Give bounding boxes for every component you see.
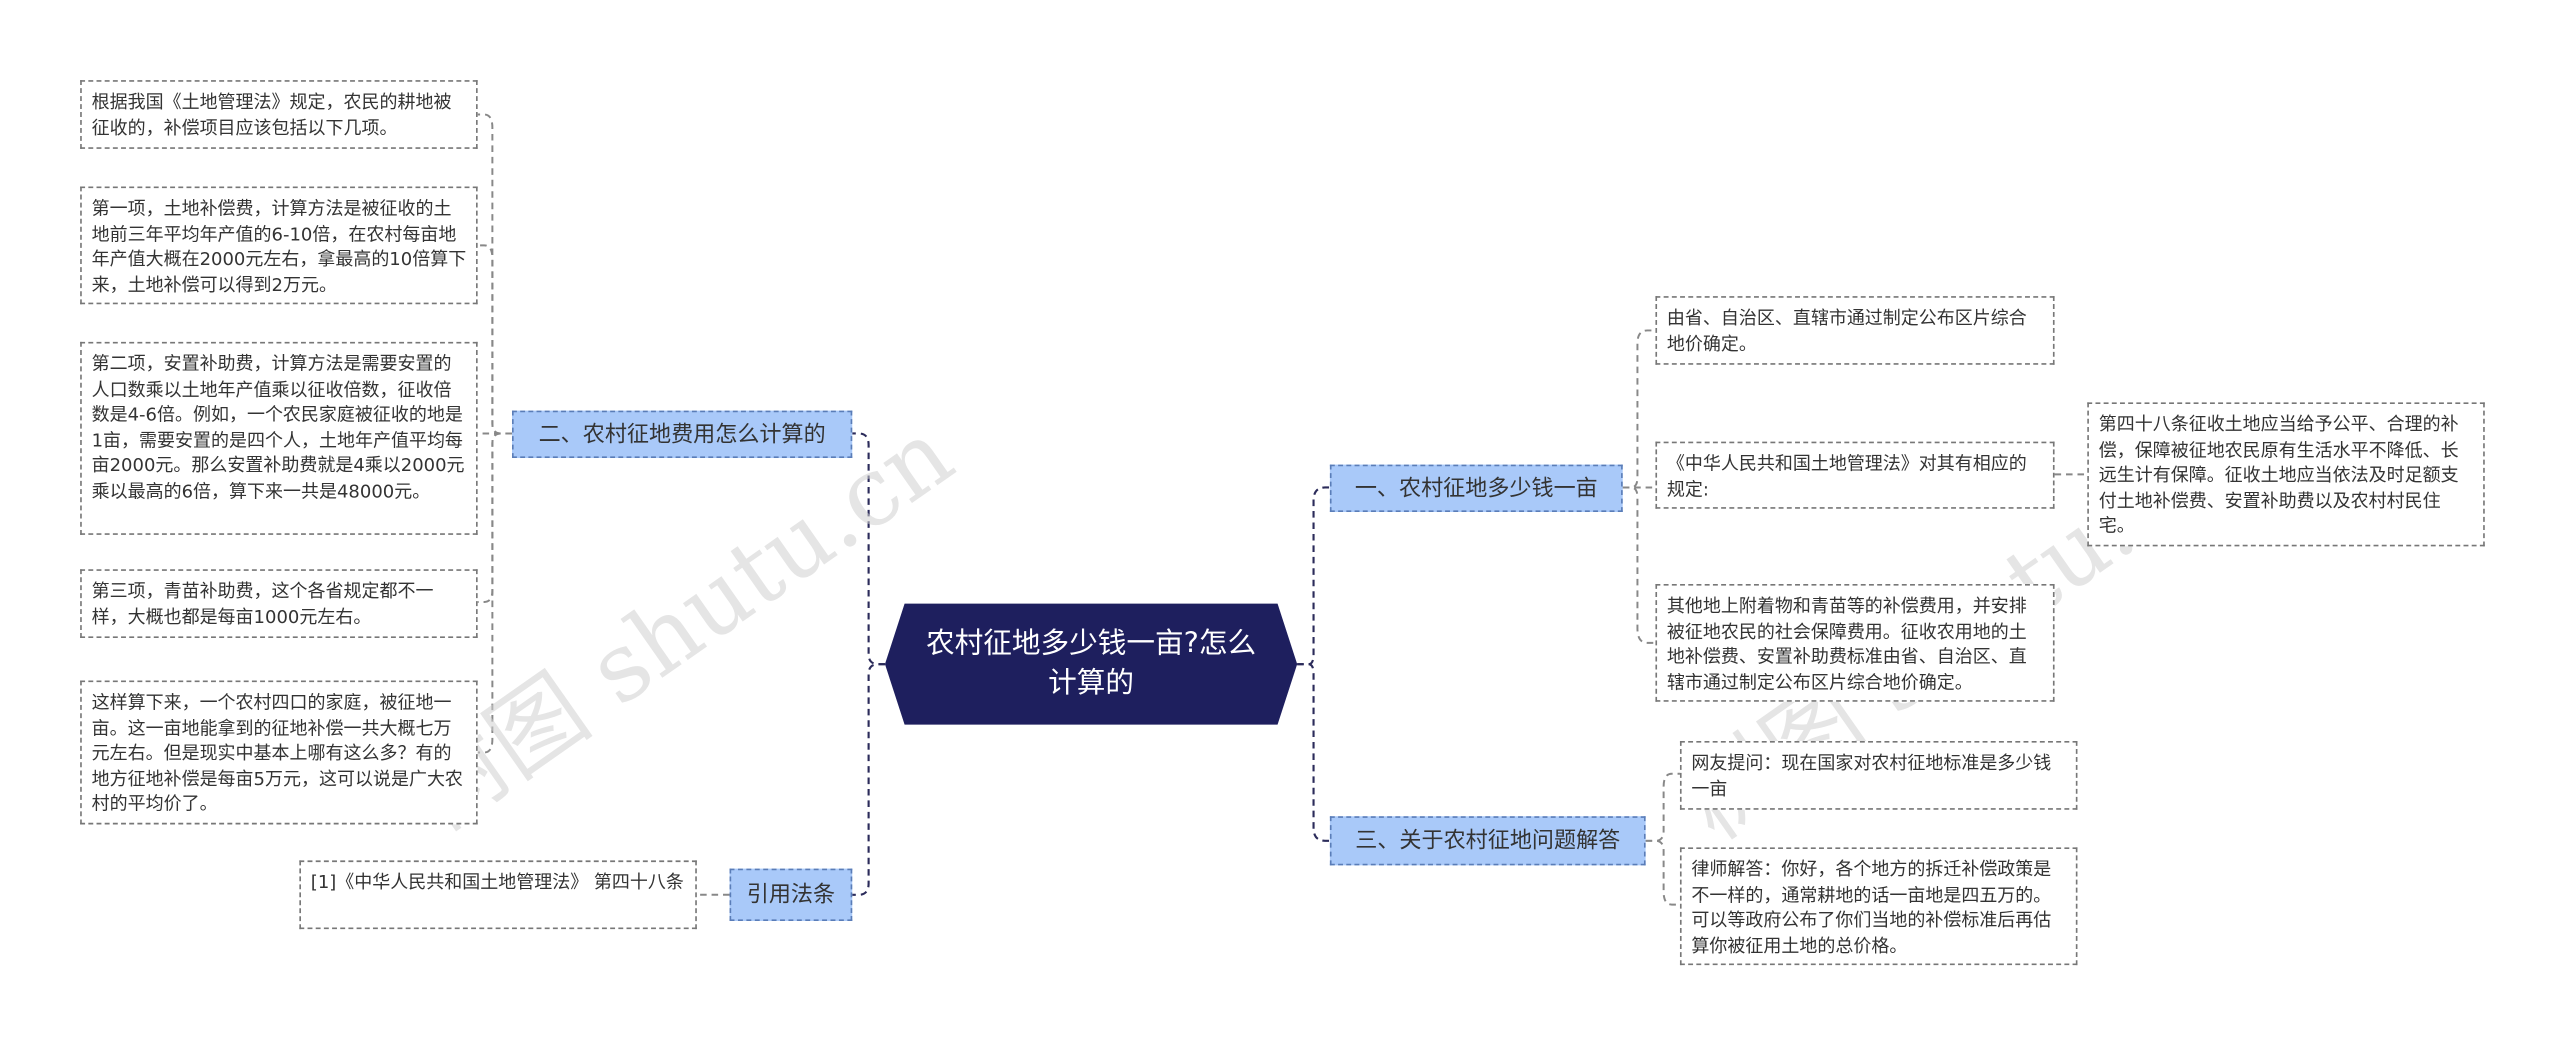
link-root-b4 xyxy=(852,663,885,896)
root-node[interactable]: 农村征地多少钱一亩?怎么计算的 xyxy=(926,628,1257,701)
leaf-b1-1[interactable]: 由省、自治区、直辖市通过制定公布区片综合地价确定。 xyxy=(1655,296,2055,365)
leaf-b3-1[interactable]: 网友提问：现在国家对农村征地标准是多少钱一亩 xyxy=(1679,741,2078,810)
link-root-b2 xyxy=(852,432,885,666)
leaf-b1-3[interactable]: 其他地上附着物和青苗等的补偿费用，并安排被征地农民的社会保障费用。征收农用地的土… xyxy=(1655,583,2055,702)
leaf-b1-2[interactable]: 《中华人民共和国土地管理法》对其有相应的规定: xyxy=(1655,441,2055,509)
leaf-b2-4[interactable]: 第三项，青苗补助费，这个各省规定都不一样，大概也都是每亩1000元左右。 xyxy=(80,569,478,638)
leaf-b2-3[interactable]: 第二项，安置补助费，计算方法是需要安置的人口数乘以土地年产值乘以征收倍数，征收倍… xyxy=(80,341,478,535)
leaf-b4-1[interactable]: [1]《中华人民共和国土地管理法》 第四十八条 xyxy=(299,860,697,930)
leaf-b2-5[interactable]: 这样算下来，一个农村四口的家庭，被征地一亩。这一亩地能拿到的征地补偿一共大概七万… xyxy=(80,680,478,825)
link-root-b3 xyxy=(1297,663,1330,842)
link-b3-l1 xyxy=(1645,772,1680,842)
leaf-b3-2[interactable]: 律师解答：你好，各个地方的拆迁补偿政策是不一样的，通常耕地的话一亩地是四五万的。… xyxy=(1679,847,2078,966)
leaf-b1-2-1[interactable]: 第四十八条征收土地应当给予公平、合理的补偿，保障被征地农民原有生活水平不降低、长… xyxy=(2087,402,2485,547)
leaf-b2-1[interactable]: 根据我国《土地管理法》规定，农民的耕地被征收的，补偿项目应该包括以下几项。 xyxy=(80,80,478,149)
link-b1-l3 xyxy=(1622,486,1656,644)
leaf-b2-2[interactable]: 第一项，土地补偿费，计算方法是被征收的土地前三年平均年产值的6-10倍，在农村每… xyxy=(80,186,478,305)
branch-node-1[interactable]: 一、农村征地多少钱一亩 xyxy=(1329,464,1623,513)
link-b3-l2 xyxy=(1645,839,1680,906)
branch-node-3[interactable]: 三、关于农村征地问题解答 xyxy=(1329,816,1646,866)
branch-node-4[interactable]: 引用法条 xyxy=(729,868,853,921)
branch-node-2[interactable]: 二、农村征地费用怎么计算的 xyxy=(512,410,853,459)
link-b2-l5 xyxy=(477,432,513,754)
